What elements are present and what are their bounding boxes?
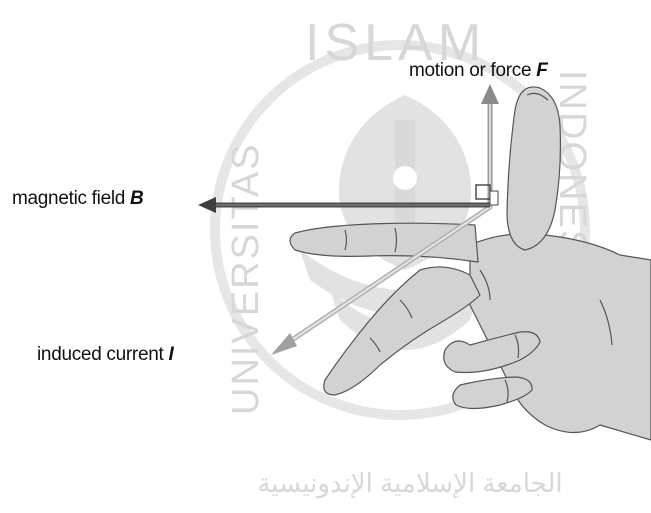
motion-force-label-text: motion or force: [409, 60, 531, 81]
right-hand-illustration: [290, 87, 651, 440]
magnetic-field-label-text: magnetic field: [12, 188, 125, 209]
watermark-arabic-text: الجامعة الإسلامية الإندونيسية: [257, 468, 562, 499]
motion-force-symbol: F: [536, 60, 547, 81]
induced-current-label: induced current I: [37, 344, 173, 366]
induced-current-label-text: induced current: [37, 344, 163, 365]
right-angle-marker: [476, 185, 498, 205]
magnetic-field-label: magnetic field B: [12, 188, 143, 210]
magnetic-field-symbol: B: [130, 188, 143, 209]
motion-force-label: motion or force F: [409, 60, 548, 82]
watermark-left-word: UNIVERSITAS: [225, 142, 267, 415]
induced-current-symbol: I: [168, 344, 173, 365]
